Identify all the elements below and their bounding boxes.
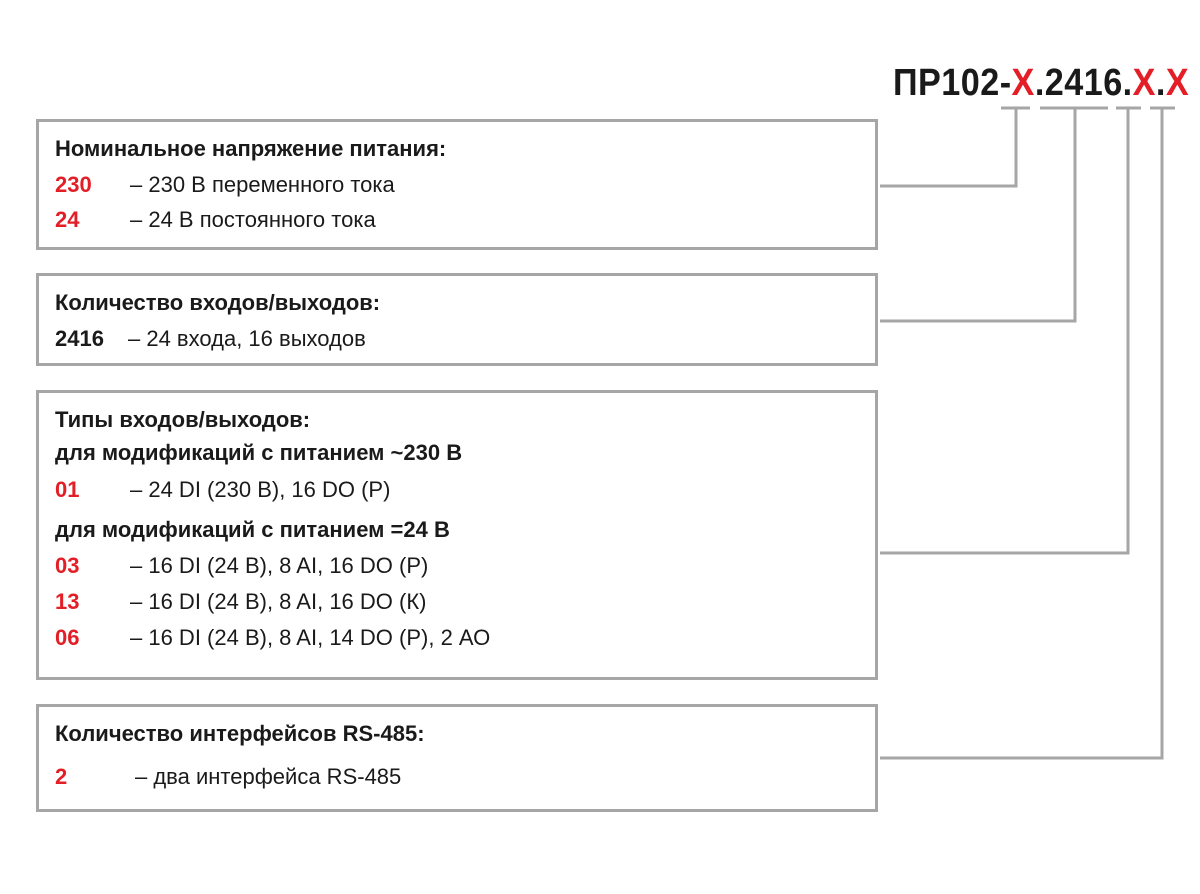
- box-rs485: Количество интерфейсов RS-485: 2 – два и…: [36, 704, 878, 812]
- option-desc: – 230 В переменного тока: [130, 172, 395, 197]
- code-var-io-type: X: [1132, 62, 1156, 104]
- option-desc: – 24 входа, 16 выходов: [128, 326, 366, 351]
- option-desc: – 24 DI (230 В), 16 DO (Р): [130, 477, 391, 502]
- io-types-subheading-24: для модификаций с питанием =24 В: [55, 517, 450, 542]
- option-code: 03: [55, 553, 80, 578]
- code-var-power: X: [1011, 62, 1035, 104]
- option-desc: – два интерфейса RS-485: [135, 764, 402, 789]
- connector-rs485: [880, 108, 1164, 760]
- option-code: 01: [55, 477, 80, 502]
- code-sep-2: .: [1122, 62, 1133, 104]
- connector-io-type: [880, 108, 1130, 555]
- rs485-heading: Количество интерфейсов RS-485:: [55, 721, 425, 746]
- option-code: 2: [55, 764, 68, 789]
- connector-io-count: [880, 108, 1077, 323]
- box-power-supply: Номинальное напряжение питания: 230 – 23…: [36, 119, 878, 250]
- code-var-rs485: X: [1165, 62, 1190, 104]
- io-count-heading: Количество входов/выходов:: [55, 290, 381, 315]
- product-code: ПР102-X.2416.X.X: [893, 62, 1189, 105]
- connector-power: [880, 108, 1018, 188]
- option-desc: – 16 DI (24 В), 8 AI, 16 DO (Р): [130, 553, 429, 578]
- option-code: 24: [55, 207, 80, 232]
- code-sep-3: .: [1155, 62, 1166, 104]
- option-code: 06: [55, 625, 80, 650]
- io-types-heading: Типы входов/выходов:: [55, 407, 311, 432]
- io-types-subheading-230: для модификаций с питанием ~230 В: [55, 440, 463, 465]
- option-desc: – 16 DI (24 В), 8 AI, 14 DO (Р), 2 АО: [130, 625, 491, 650]
- code-prefix: ПР102-: [893, 62, 1012, 104]
- box-io-count: Количество входов/выходов: 2416 – 24 вхо…: [36, 273, 878, 366]
- box-io-types: Типы входов/выходов: для модификаций с п…: [36, 390, 878, 680]
- code-fixed-io: 2416: [1044, 62, 1123, 104]
- option-desc: – 24 В постоянного тока: [130, 207, 376, 232]
- code-sep-1: .: [1034, 62, 1045, 104]
- option-code: 230: [55, 172, 92, 197]
- option-code: 13: [55, 589, 80, 614]
- option-desc: – 16 DI (24 В), 8 AI, 16 DO (К): [130, 589, 427, 614]
- option-code: 2416: [55, 326, 104, 351]
- power-heading: Номинальное напряжение питания:: [55, 136, 447, 161]
